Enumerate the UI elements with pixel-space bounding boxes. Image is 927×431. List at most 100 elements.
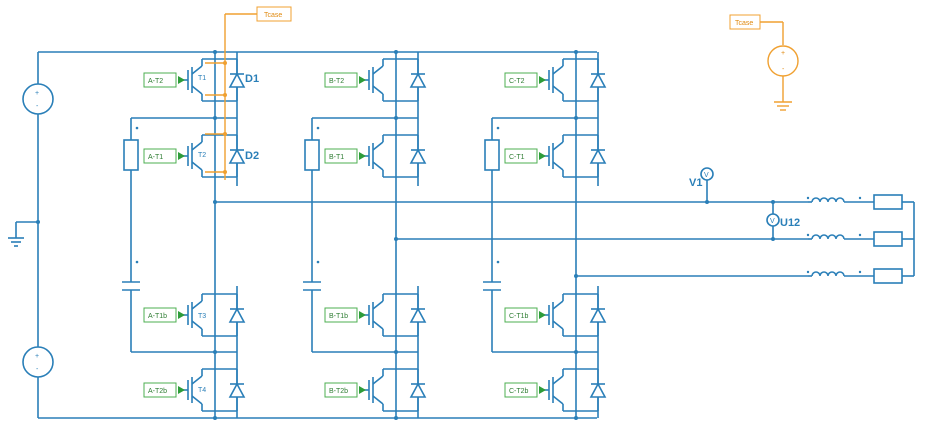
c-t1-gate-tag[interactable]	[504, 148, 538, 164]
b-t2b-gate-arrow	[359, 386, 366, 394]
temp-source-plus: +	[781, 50, 785, 57]
junction-dot	[574, 50, 578, 54]
voltmeter-u12[interactable]: V U12	[766, 202, 800, 239]
gate-tag-c-t2-label: C-T2	[509, 78, 525, 85]
switch-cell-c-t1b: C-T1b	[504, 293, 607, 337]
c-t2b-gate-tag[interactable]	[504, 382, 538, 398]
diode-d1-label: D1	[245, 73, 259, 85]
b-t2-gate-arrow	[359, 76, 366, 84]
switch-cell-a-t2b: A-T2b	[143, 368, 246, 412]
pin-dot	[135, 126, 139, 130]
b-t2-diode	[409, 72, 427, 88]
load-phase-2	[806, 231, 914, 247]
temp-source-minus: -	[782, 66, 785, 73]
igbt-t3-label: T3	[198, 313, 206, 320]
gate-tag-a-t1b-label: A-T1b	[148, 313, 167, 320]
b-t1-gate-tag[interactable]	[324, 148, 358, 164]
a-t2b-gate-arrow	[178, 386, 185, 394]
c-t2b-diode	[589, 382, 607, 398]
b-t2-gate-tag[interactable]	[324, 72, 358, 88]
load-resistor-2	[873, 231, 903, 247]
a-t2b-diode	[228, 382, 246, 398]
junction-dot	[394, 50, 398, 54]
leg-a-snubber-resistor	[123, 139, 139, 171]
a-t2b-igbt-emitter-lead	[191, 395, 203, 405]
igbt-t2-label: T2	[198, 152, 206, 159]
thermal-network: Tcase Tcase + -	[205, 6, 799, 180]
c-t2b-gate-arrow	[539, 386, 546, 394]
b-t1-diode	[409, 148, 427, 164]
c-t1b-gate-tag[interactable]	[504, 307, 538, 323]
pin-dot	[496, 126, 500, 130]
switch-cell-c-t1: C-T1	[504, 134, 607, 178]
a-t1b-igbt-emitter-lead	[191, 320, 203, 330]
c-t1-gate-arrow	[539, 152, 546, 160]
gate-tag-a-t2b-label: A-T2b	[148, 388, 167, 395]
b-t2-igbt-collector-lead	[372, 65, 384, 75]
switch-cell-b-t1: B-T1	[324, 134, 427, 178]
b-t2b-gate-tag[interactable]	[324, 382, 358, 398]
dc-bus	[8, 51, 597, 419]
pin-dot	[858, 196, 862, 200]
igbt-t4-label: T4	[198, 387, 206, 394]
phase-legs: A-T2A-T1A-T1bA-T2bB-T2B-T1B-T1bB-T2bC-T2…	[122, 50, 607, 420]
dc-source-upper: + -	[22, 83, 54, 115]
switch-cell-a-t1b: A-T1b	[143, 293, 246, 337]
c-t2-igbt-collector-lead	[552, 65, 564, 75]
c-t2-igbt-emitter-lead	[552, 85, 564, 95]
a-t1-igbt-emitter-lead	[191, 161, 203, 171]
b-t1b-igbt-emitter-lead	[372, 320, 384, 330]
b-t1b-igbt-collector-lead	[372, 300, 384, 310]
pin-dot	[316, 260, 320, 264]
b-t2b-diode	[409, 382, 427, 398]
junction-dot	[213, 50, 217, 54]
switch-cell-b-t2b: B-T2b	[324, 368, 427, 412]
b-t2-igbt-emitter-lead	[372, 85, 384, 95]
load-phase-1	[806, 194, 914, 210]
a-t1-gate-arrow	[178, 152, 185, 160]
a-t2b-gate-tag[interactable]	[143, 382, 177, 398]
switch-cell-c-t2: C-T2	[504, 58, 607, 102]
pin-dot	[858, 233, 862, 237]
gate-tag-c-t1-label: C-T1	[509, 154, 525, 161]
junction-dot	[574, 416, 578, 420]
c-t1-igbt-collector-lead	[552, 141, 564, 151]
pin-dot	[135, 260, 139, 264]
pin-dot	[858, 270, 862, 274]
switch-cell-b-t2: B-T2	[324, 58, 427, 102]
switch-cell-a-t2: A-T2	[143, 58, 246, 102]
b-t1b-gate-tag[interactable]	[324, 307, 358, 323]
voltmeter-v1[interactable]: V V1	[689, 167, 714, 202]
c-t2-gate-arrow	[539, 76, 546, 84]
inductor-3	[811, 271, 845, 277]
a-t1-gate-tag[interactable]	[143, 148, 177, 164]
b-t2b-igbt-emitter-lead	[372, 395, 384, 405]
c-t1b-igbt-collector-lead	[552, 300, 564, 310]
a-t2-igbt-emitter-lead	[191, 85, 203, 95]
inductor-2	[811, 234, 845, 240]
dc-source-lower: + -	[22, 346, 54, 378]
a-t1b-gate-tag[interactable]	[143, 307, 177, 323]
b-t1b-gate-arrow	[359, 311, 366, 319]
a-t1-diode	[228, 148, 246, 164]
gate-tag-b-t2b-label: B-T2b	[329, 388, 348, 395]
load-resistor-3	[873, 268, 903, 284]
a-t2-igbt-collector-lead	[191, 65, 203, 75]
c-t1-igbt-emitter-lead	[552, 161, 564, 171]
tcase-tag-left-label: Tcase	[264, 12, 282, 19]
gate-tag-a-t1-label: A-T1	[148, 154, 163, 161]
pin-dot	[806, 270, 810, 274]
c-t2b-igbt-emitter-lead	[552, 395, 564, 405]
c-t1-diode	[589, 148, 607, 164]
a-t2-gate-tag[interactable]	[143, 72, 177, 88]
rl-load	[806, 194, 915, 284]
c-t1b-gate-arrow	[539, 311, 546, 319]
c-t2-gate-tag[interactable]	[504, 72, 538, 88]
source-plus-sign: +	[35, 90, 39, 97]
pin-dot	[806, 196, 810, 200]
b-t2b-igbt-collector-lead	[372, 375, 384, 385]
c-t1b-igbt-emitter-lead	[552, 320, 564, 330]
switch-cell-a-t1: A-T1	[143, 134, 246, 178]
